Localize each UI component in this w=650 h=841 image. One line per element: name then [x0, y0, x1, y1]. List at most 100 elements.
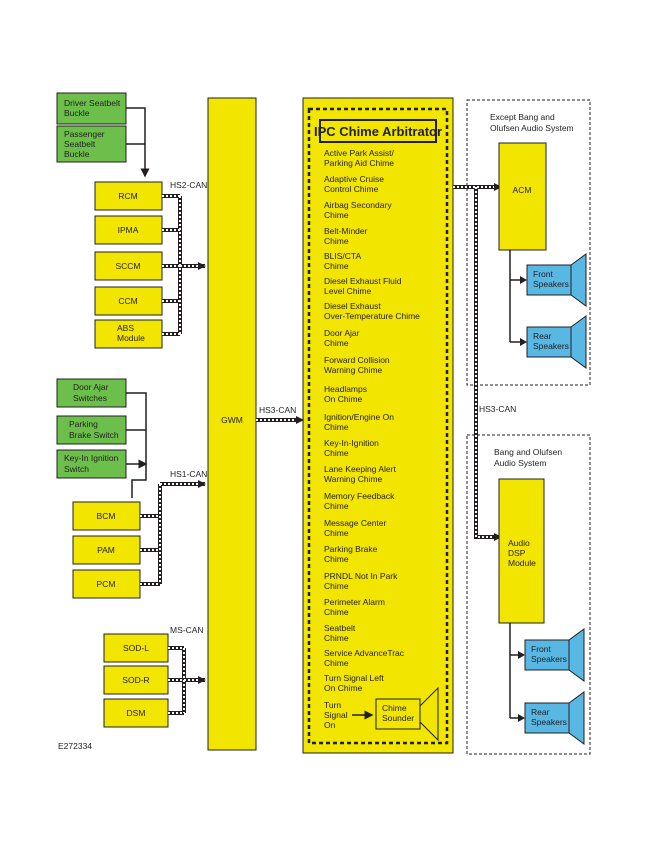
acm-rear-line-2: Speakers: [533, 341, 569, 351]
chime-20-line-1: Turn Signal Left: [324, 673, 384, 683]
chime-20-line-2: On Chime: [324, 683, 363, 693]
dsp-rear-arrow: [518, 714, 525, 722]
dsp-line-1: Audio: [508, 538, 530, 548]
acm-rear-arrow: [520, 338, 527, 346]
chime-18-line-1: Seatbelt: [324, 623, 356, 633]
chime-1-line-1: Adaptive Cruise: [324, 174, 384, 184]
sccm-box: [94, 251, 163, 281]
gwm-module: [207, 97, 257, 751]
abs-module-box: [94, 319, 163, 349]
chime-9-line-1: Headlamps: [324, 384, 367, 394]
key-in-line-1: Key-In Ignition: [64, 453, 119, 463]
sod-r-label: SOD-R: [122, 675, 149, 685]
chime-19-line-2: Chime: [324, 658, 349, 668]
acm-front-speaker-icon: [570, 253, 587, 307]
dsp-rear-speakers-box: [524, 702, 570, 734]
turn-signal-line-2: Signal: [324, 710, 348, 720]
passenger-seatbelt-line-2: Seatbelt: [64, 139, 96, 149]
seatbelt-to-rcm-wire: [126, 107, 150, 178]
acm-rear-line-1: Rear: [533, 331, 552, 341]
chime-9-line-2: On Chime: [324, 394, 363, 404]
figure-id: E272334: [58, 741, 92, 751]
chime-4-line-1: BLIS/CTA: [324, 251, 361, 261]
chime-14-line-2: Chime: [324, 528, 349, 538]
door-ajar-line-2: Switches: [73, 393, 107, 403]
dsp-rear-line-2: Speakers: [531, 717, 567, 727]
bo-title-line-1: Bang and Olufsen: [494, 447, 562, 457]
bo-title-line-2: Audio System: [494, 458, 546, 468]
chime-11-line-2: Chime: [324, 448, 349, 458]
ipma-box: [94, 215, 163, 245]
chime-5-line-1: Diesel Exhaust Fluid: [324, 276, 402, 286]
bo-frame: [466, 434, 591, 755]
rcm-label: RCM: [118, 191, 137, 201]
chime-6-line-1: Diesel Exhaust: [324, 301, 381, 311]
driver-seatbelt-line-2: Buckle: [64, 108, 90, 118]
hs2-can-bus: [162, 194, 206, 336]
key-in-line-2: Switch: [64, 464, 89, 474]
chime-8-line-2: Warning Chime: [324, 365, 383, 375]
chime-4-line-2: Chime: [324, 261, 349, 271]
key-in-ignition-box: [56, 449, 127, 479]
chime-sounder-line-2: Sounder: [382, 713, 414, 723]
ipc-chime-list: Active Park Assist/ Parking Aid Chime Ad…: [324, 148, 420, 693]
chime-7-line-2: Chime: [324, 338, 349, 348]
abs-label-line-1: ABS: [117, 323, 134, 333]
chime-0-line-2: Parking Aid Chime: [324, 158, 394, 168]
chime-3-line-2: Chime: [324, 236, 349, 246]
dsp-front-arrow: [518, 651, 525, 659]
chime-7-line-1: Door Ajar: [324, 328, 360, 338]
chime-13-line-1: Memory Feedback: [324, 491, 395, 501]
chime-11-line-1: Key-In-Ignition: [324, 438, 379, 448]
chime-1-line-2: Control Chime: [324, 184, 379, 194]
sod-l-label: SOD-L: [123, 643, 149, 653]
parking-brake-line-1: Parking: [69, 419, 98, 429]
driver-seatbelt-line-1: Driver Seatbelt: [64, 98, 121, 108]
passenger-seatbelt-line-3: Buckle: [64, 149, 90, 159]
dsp-front-speaker-icon: [568, 628, 585, 682]
rcm-box: [94, 181, 163, 211]
abs-label-line-2: Module: [117, 333, 145, 343]
chime-17-line-2: Chime: [324, 607, 349, 617]
pam-label: PAM: [97, 545, 115, 555]
hs3-can-bus-gwm-ipc: [256, 416, 304, 424]
ipma-label: IPMA: [118, 225, 139, 235]
hs1-can-bus: [140, 480, 206, 586]
dsp-rear-line-1: Rear: [531, 707, 550, 717]
ipc-inner-dashed: [307, 107, 449, 745]
ccm-box: [94, 286, 163, 316]
dsp-front-line-1: Front: [531, 644, 551, 654]
gwm-label: GWM: [221, 415, 243, 425]
chime-19-line-1: Service AdvanceTrac: [324, 648, 405, 658]
acm-front-arrow: [520, 276, 527, 284]
chime-6-line-2: Over-Temperature Chime: [324, 311, 420, 321]
chime-13-line-2: Chime: [324, 501, 349, 511]
dsp-line-2: DSP: [508, 548, 526, 558]
door-ajar-line-1: Door Ajar: [73, 382, 109, 392]
chime-14-line-1: Message Center: [324, 518, 387, 528]
chime-16-line-2: Chime: [324, 581, 349, 591]
passenger-seatbelt-line-1: Passenger: [64, 129, 105, 139]
acm-label: ACM: [513, 185, 532, 195]
chime-8-line-1: Forward Collision: [324, 355, 390, 365]
acm-front-line-2: Speakers: [533, 279, 569, 289]
chime-sounder-horn-icon: [419, 686, 439, 742]
hs1-can-label: HS1-CAN: [170, 469, 207, 479]
chime-12-line-1: Lane Keeping Alert: [324, 464, 396, 474]
chime-2-line-1: Airbag Secondary: [324, 200, 392, 210]
ccm-label: CCM: [118, 296, 137, 306]
hs3-can-label-audio: HS3-CAN: [479, 404, 516, 414]
except-bo-title-line-1: Except Bang and: [490, 112, 555, 122]
chime-3-line-1: Belt-Minder: [324, 226, 368, 236]
acm-front-speakers-box: [526, 264, 572, 296]
chime-17-line-1: Perimeter Alarm: [324, 597, 385, 607]
dsm-label: DSM: [127, 708, 146, 718]
sccm-label: SCCM: [115, 261, 140, 271]
body-inputs-wire: [126, 392, 146, 498]
bcm-label: BCM: [97, 511, 116, 521]
chime-10-line-1: Ignition/Engine On: [324, 412, 394, 422]
chime-10-line-2: Chime: [324, 422, 349, 432]
pcm-label: PCM: [97, 579, 116, 589]
acm-speaker-wires: [509, 250, 524, 343]
